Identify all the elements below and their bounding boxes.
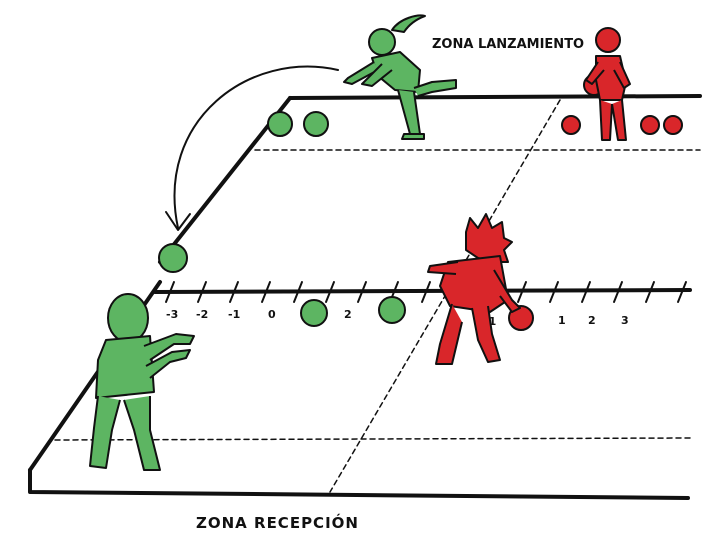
spiky-head xyxy=(465,213,513,263)
green-thrower-figure xyxy=(343,14,457,140)
green-ball xyxy=(303,111,329,137)
near-edge-line xyxy=(28,468,690,500)
leg-right xyxy=(471,305,501,363)
red-player-figure xyxy=(427,213,521,365)
head xyxy=(107,293,149,343)
scale-label: -3 xyxy=(166,308,178,321)
leg xyxy=(599,99,613,141)
scale-tick xyxy=(165,281,175,303)
ponytail xyxy=(391,14,426,33)
leg-left xyxy=(89,395,121,469)
head xyxy=(595,27,621,53)
leg-left xyxy=(435,303,463,365)
dashed-line-near xyxy=(54,437,691,441)
arm-lower xyxy=(145,349,191,379)
green-ball xyxy=(267,111,293,137)
reception-zone-label: ZONA RECEPCIÓN xyxy=(196,513,359,532)
scale-tick xyxy=(517,281,527,303)
arm xyxy=(613,61,631,89)
leg xyxy=(611,99,627,141)
scale-label: 3 xyxy=(621,314,629,327)
scale-label: -1 xyxy=(228,308,240,321)
scale-tick xyxy=(357,281,367,303)
throw-arc xyxy=(165,65,339,231)
green-catcher-figure xyxy=(89,293,195,471)
scale-tick xyxy=(645,281,655,303)
scale-tick xyxy=(677,281,687,303)
green-ball xyxy=(378,296,406,324)
scale-tick xyxy=(261,281,271,303)
head xyxy=(368,28,396,56)
foot xyxy=(401,133,425,140)
scale-label: 2 xyxy=(344,308,352,321)
launch-zone-label: ZONA LANZAMIENTO xyxy=(432,37,584,52)
scale-tick xyxy=(197,281,207,303)
scale-label: 2 xyxy=(588,314,596,327)
arc-line xyxy=(173,65,339,229)
arm xyxy=(585,61,605,85)
balls xyxy=(158,74,683,331)
scale-tick xyxy=(549,281,559,303)
green-ball xyxy=(300,299,328,327)
scale-tick xyxy=(229,281,239,303)
arm-back xyxy=(427,261,459,275)
leg-right xyxy=(413,79,457,97)
scale-tick xyxy=(325,281,335,303)
arm-right xyxy=(361,63,393,87)
arm-upper xyxy=(143,333,195,361)
red-ball xyxy=(561,115,581,135)
center-line xyxy=(153,288,692,294)
torso xyxy=(439,255,509,313)
leg-right xyxy=(123,396,161,471)
red-thrower-figure xyxy=(585,27,631,141)
scale-tick xyxy=(293,281,303,303)
scale-tick xyxy=(581,281,591,303)
scale-tick xyxy=(613,281,623,303)
scale-label: 0 xyxy=(268,308,276,321)
green-ball xyxy=(158,243,188,273)
arrow-head-icon xyxy=(165,211,191,231)
scale-label: -2 xyxy=(196,308,208,321)
arm-front xyxy=(493,269,521,313)
scale-label: 1 xyxy=(558,314,566,327)
arm-left xyxy=(343,61,379,85)
red-ball xyxy=(508,305,534,331)
red-ball xyxy=(640,115,660,135)
far-edge-line xyxy=(288,94,702,100)
torso xyxy=(95,335,155,399)
scale-tick xyxy=(421,281,431,303)
red-ball xyxy=(663,115,683,135)
